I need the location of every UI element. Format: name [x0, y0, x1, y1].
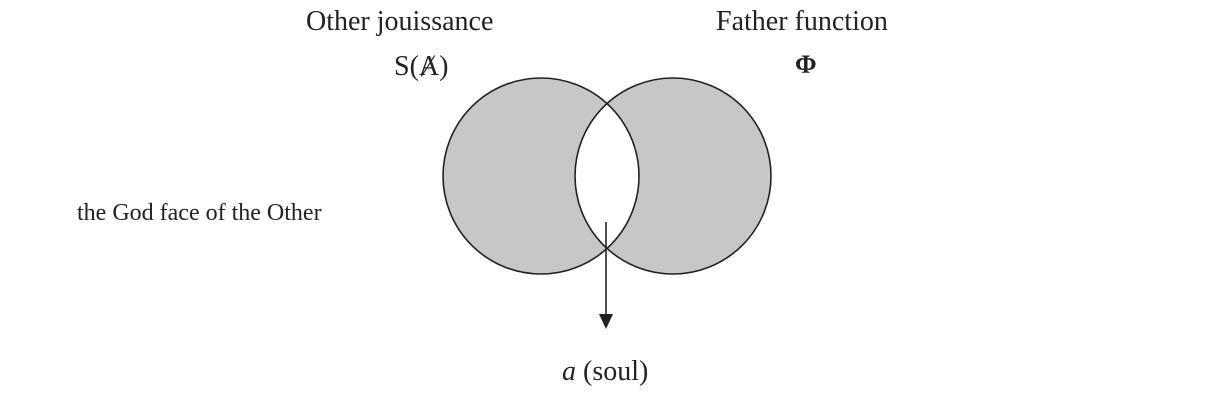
label-a-letter: a	[562, 356, 576, 387]
intersection-lens	[575, 78, 639, 274]
arrow-head	[599, 314, 613, 329]
right-circle-outline	[574, 77, 772, 275]
left-circle-outline	[442, 77, 640, 275]
symbol-s-barred-a: S(Ⱥ)	[394, 51, 449, 82]
label-soul-text: (soul)	[583, 356, 649, 387]
symbol-phi: Φ	[795, 50, 817, 79]
label-other-jouissance: Other jouissance	[306, 6, 494, 37]
label-god-face-of-other: the God face of the Other	[77, 200, 322, 226]
label-father-function: Father function	[716, 6, 888, 37]
label-a-soul: a (soul)	[562, 358, 648, 386]
